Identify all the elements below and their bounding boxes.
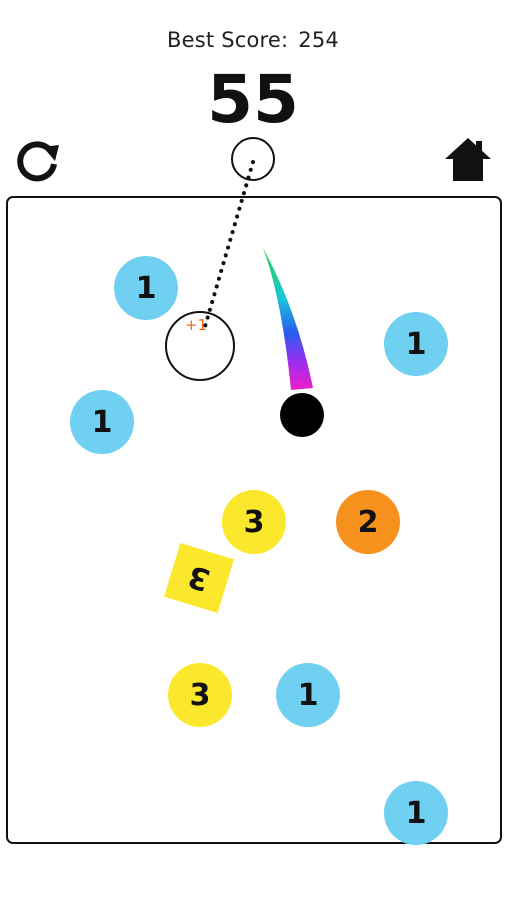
- target-circle: 1: [70, 390, 134, 454]
- target-circle: 1: [384, 781, 448, 845]
- best-score-value: 254: [298, 28, 339, 52]
- aim-target-ring: [165, 311, 235, 381]
- target-circle: 1: [114, 256, 178, 320]
- target-circle: 1: [276, 663, 340, 727]
- ball-launcher[interactable]: [231, 137, 275, 181]
- ball: [280, 393, 324, 437]
- target-circle: 3: [222, 490, 286, 554]
- best-score: Best Score: 254: [0, 28, 506, 52]
- restart-button[interactable]: [12, 136, 62, 186]
- home-button[interactable]: [443, 135, 493, 185]
- best-score-label: Best Score:: [167, 28, 289, 52]
- home-icon: [445, 138, 491, 181]
- restart-icon: [17, 141, 59, 182]
- current-score: 55: [207, 61, 299, 138]
- target-circle: 2: [336, 490, 400, 554]
- plus-one-popup: +1: [185, 316, 208, 334]
- target-circle: 3: [168, 663, 232, 727]
- target-circle: 1: [384, 312, 448, 376]
